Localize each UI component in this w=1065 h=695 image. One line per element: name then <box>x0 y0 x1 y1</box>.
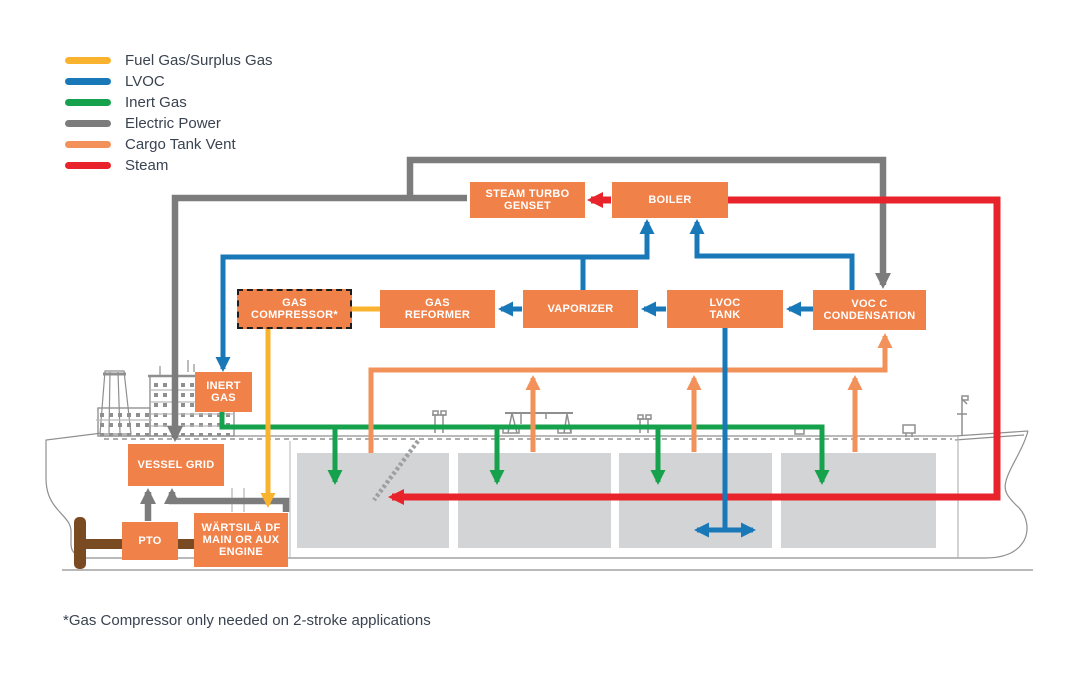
legend-item-inert-gas: Inert Gas <box>65 92 273 113</box>
legend-label: Cargo Tank Vent <box>125 136 236 153</box>
pipe-lvoc-to-inert-gas <box>215 254 585 372</box>
node-lvoc-tank: LVOC TANK <box>667 290 783 328</box>
node-vessel-grid: VESSEL GRID <box>128 444 224 486</box>
legend-item-lvoc: LVOC <box>65 71 273 92</box>
legend-label: Electric Power <box>125 115 221 132</box>
pipe-electric-genset-to-vessel-grid <box>167 194 467 442</box>
steam-swatch <box>65 162 111 169</box>
node-vaporizer: VAPORIZER <box>523 290 638 328</box>
pipe-lvoc-voc-to-boiler <box>689 219 855 290</box>
node-pto: PTO <box>122 522 178 560</box>
node-inert-gas: INERT GAS <box>195 372 252 412</box>
legend-label: Fuel Gas/Surplus Gas <box>125 52 273 69</box>
pipe-steam-boiler-to-cargo-tanks <box>388 196 1001 505</box>
node-gas-reformer: GAS REFORMER <box>380 290 495 328</box>
node-steam-turbo-genset: STEAM TURBO GENSET <box>470 182 585 218</box>
lvoc-swatch <box>65 78 111 85</box>
electric-power-swatch <box>65 120 111 127</box>
legend-label: Inert Gas <box>125 94 187 111</box>
pipes <box>140 156 1001 538</box>
footnote: *Gas Compressor only needed on 2-stroke … <box>63 612 431 629</box>
legend-item-steam: Steam <box>65 155 273 176</box>
cargo-tank-vent-swatch <box>65 141 111 148</box>
node-boiler: BOILER <box>612 182 728 218</box>
legend-label: LVOC <box>125 73 165 90</box>
pipe-vent-main-to-voc-condensation <box>368 333 893 453</box>
node-voc-condensation: VOC C CONDENSATION <box>813 290 926 330</box>
node-gas-compressor: GAS COMPRESSOR* <box>237 289 352 329</box>
node-main-engine: WÄRTSILÄ DF MAIN OR AUX ENGINE <box>194 513 288 567</box>
fuel-gas-swatch <box>65 57 111 64</box>
pipe-electric-genset-to-voc-condensation <box>406 156 891 289</box>
pipe-lvoc-to-boiler-left <box>583 219 655 260</box>
legend: Fuel Gas/Surplus Gas LVOC Inert Gas Elec… <box>65 50 273 176</box>
legend-item-cargo-tank-vent: Cargo Tank Vent <box>65 134 273 155</box>
propeller-icon <box>74 517 86 569</box>
legend-label: Steam <box>125 157 169 174</box>
pipe-inert-gas-main <box>219 410 830 485</box>
legend-item-fuel-gas: Fuel Gas/Surplus Gas <box>65 50 273 71</box>
pipe-electric-engine-to-vessel-grid <box>164 488 290 512</box>
legend-item-electric-power: Electric Power <box>65 113 273 134</box>
inert-gas-swatch <box>65 99 111 106</box>
